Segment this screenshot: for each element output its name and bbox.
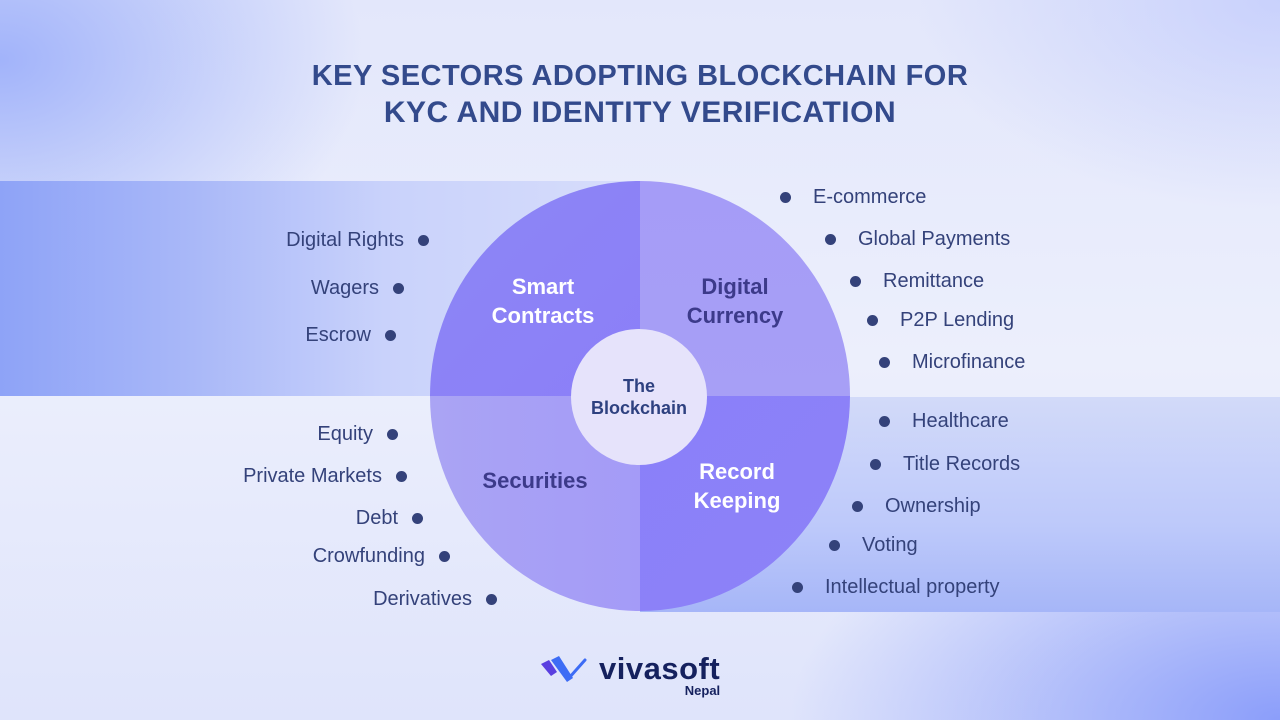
list-item-voting: Voting [829, 534, 918, 557]
record-keeping-label-line1: Record [699, 459, 775, 484]
digital-currency-label-line1: Digital [701, 274, 769, 299]
list-item-e-commerce: E-commerce [780, 186, 926, 209]
list-item-private-markets: Private Markets [243, 465, 407, 488]
logo-name: vivasoft [599, 651, 721, 686]
record-keeping-label-line2: Keeping [693, 488, 781, 513]
title-line-1: KEY SECTORS ADOPTING BLOCKCHAIN FOR [311, 60, 969, 92]
digital-currency-label: Digital Currency [660, 272, 810, 330]
list-item-digital-rights: Digital Rights [286, 229, 429, 252]
item-label: Title Records [903, 453, 1021, 475]
bullet-icon [792, 582, 803, 593]
page-title: KEY SECTORS ADOPTING BLOCKCHAIN FOR KYC … [0, 58, 1280, 132]
blockchain-hub: The Blockchain [571, 329, 707, 465]
bullet-icon [396, 471, 407, 482]
item-label: Microfinance [912, 351, 1026, 373]
bullet-icon [829, 540, 840, 551]
item-label: Remittance [883, 270, 985, 292]
vivasoft-logo: vivasoft Nepal [537, 651, 721, 698]
bullet-icon [867, 315, 878, 326]
bullet-icon [850, 276, 861, 287]
bullet-icon [385, 330, 396, 341]
bullet-icon [870, 459, 881, 470]
bullet-icon [486, 594, 497, 605]
bullet-icon [825, 234, 836, 245]
item-label: Escrow [305, 324, 371, 346]
item-label: E-commerce [813, 186, 927, 208]
item-label: Crowfunding [312, 545, 425, 567]
hub-line-2: Blockchain [590, 398, 688, 418]
smart-contracts-label-line2: Contracts [491, 303, 595, 328]
list-item-title-records: Title Records [870, 453, 1020, 476]
smart-contracts-label: Smart Contracts [468, 272, 618, 330]
smart-contracts-label-line1: Smart [511, 274, 575, 299]
item-label: Healthcare [912, 410, 1009, 432]
list-item-healthcare: Healthcare [879, 410, 1009, 433]
list-item-escrow: Escrow [305, 324, 396, 347]
list-item-p2p-lending: P2P Lending [867, 309, 1014, 332]
list-item-debt: Debt [356, 507, 423, 530]
record-keeping-label: Record Keeping [662, 457, 812, 515]
bullet-icon [879, 357, 890, 368]
list-item-intellectual-property: Intellectual property [792, 576, 1000, 599]
list-item-crowfunding: Crowfunding [313, 545, 450, 568]
list-item-remittance: Remittance [850, 270, 984, 293]
list-item-global-payments: Global Payments [825, 228, 1010, 251]
securities-label: Securities [460, 466, 610, 495]
item-label: P2P Lending [900, 309, 1015, 331]
logo-sub: Nepal [684, 683, 721, 698]
vivasoft-logo-icon [541, 656, 587, 682]
item-label: Equity [317, 423, 373, 445]
item-label: Ownership [885, 495, 981, 517]
bullet-icon [852, 501, 863, 512]
bullet-icon [879, 416, 890, 427]
item-label: Intellectual property [825, 576, 1000, 598]
bullet-icon [780, 192, 791, 203]
list-item-equity: Equity [317, 423, 398, 446]
item-label: Voting [862, 534, 918, 556]
securities-label-line1: Securities [482, 468, 588, 493]
item-label: Private Markets [243, 465, 382, 487]
item-label: Global Payments [858, 228, 1011, 250]
list-item-ownership: Ownership [852, 495, 981, 518]
item-label: Debt [355, 507, 398, 529]
list-item-wagers: Wagers [311, 277, 404, 300]
item-label: Digital Rights [286, 229, 404, 251]
bullet-icon [387, 429, 398, 440]
digital-currency-label-line2: Currency [686, 303, 784, 328]
bullet-icon [393, 283, 404, 294]
item-label: Wagers [310, 277, 379, 299]
list-item-microfinance: Microfinance [879, 351, 1025, 374]
item-label: Derivatives [373, 588, 472, 610]
bullet-icon [412, 513, 423, 524]
bullet-icon [418, 235, 429, 246]
list-item-derivatives: Derivatives [373, 588, 497, 611]
title-line-2: KYC AND IDENTITY VERIFICATION [383, 96, 897, 129]
hub-line-1: The [622, 376, 655, 396]
bullet-icon [439, 551, 450, 562]
